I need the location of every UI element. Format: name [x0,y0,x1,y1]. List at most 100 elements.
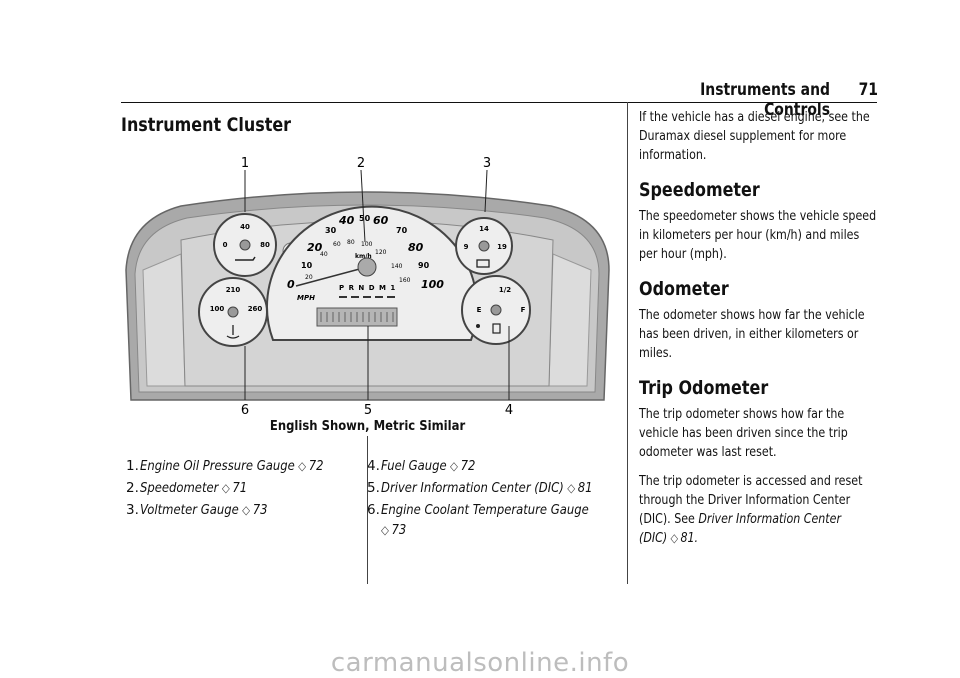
legend-item: 5. Driver Information Center (DIC)◇81 [367,478,607,498]
instrument-cluster-illustration: 40 0 80 210 100 260 0 10 20 30 40 50 60 … [125,156,610,418]
legend-label[interactable]: Speedometer [140,480,219,496]
legend-column-2: 4. Fuel Gauge◇72 5. Driver Information C… [367,456,607,542]
heading-odometer: Odometer [639,278,729,300]
legend-label[interactable]: Driver Information Center (DIC) [381,480,564,496]
coolant-temp-gauge: 210 100 260 [198,277,268,347]
legend-page[interactable]: 73 [252,502,268,518]
dic-link[interactable]: Driver Information Center (DIC) [639,511,842,546]
legend-column-divider [367,436,368,584]
speed-unit-mph: MPH [297,294,315,302]
page-number: 71 [858,80,878,100]
legend-item: 3. Voltmeter Gauge◇73 [126,500,356,520]
figure-caption-text: English Shown, Metric Similar [269,418,466,434]
legend-item: 4. Fuel Gauge◇72 [367,456,607,476]
fuel-tick-e: E [477,306,482,314]
trip-odometer-body-2-text: The trip odometer is accessed and reset … [639,473,863,527]
speed-needle [295,266,368,287]
speed-mph-80: 80 [408,241,424,254]
legend-item: 6. Engine Coolant Temperature Gauge ◇73 [367,500,607,540]
battery-icon [476,259,490,268]
volt-tick-19: 19 [497,243,507,251]
speed-kmh-120: 120 [375,249,387,256]
speed-kmh-60: 60 [333,241,341,248]
speed-kmh-100: 100 [361,241,373,248]
speed-mph-0: 0 [287,278,295,291]
speedometer-gauge: 0 10 20 30 40 50 60 70 80 90 100 20 40 6… [266,205,478,341]
legend-page[interactable]: 73 [391,522,407,538]
instrument-cluster-figure: 40 0 80 210 100 260 0 10 20 30 40 50 60 … [121,150,614,422]
fuel-pump-icon [492,323,501,334]
page-ref-icon: ◇ [567,481,576,495]
oil-tick-80: 80 [260,241,270,249]
speed-mph-20: 20 [307,241,323,254]
callout-4: 4 [505,403,513,418]
page-ref-icon: ◇ [670,531,679,545]
speed-mph-50: 50 [359,214,371,223]
volt-tick-9: 9 [464,243,469,251]
legend-label[interactable]: Voltmeter Gauge [140,502,239,518]
trip-odometer-body-2: The trip odometer is accessed and reset … [639,472,877,548]
legend-page[interactable]: 72 [308,458,324,474]
page-column-divider [627,102,628,584]
fuel-tick-f: F [521,306,526,314]
speed-kmh-20: 20 [305,274,313,281]
legend-page[interactable]: 71 [232,480,248,496]
legend-item: 1. Engine Oil Pressure Gauge◇72 [126,456,356,476]
callout-5: 5 [364,403,372,418]
callout-6: 6 [241,403,249,418]
speed-mph-30: 30 [325,226,337,235]
callout-1: 1 [241,156,249,171]
speed-unit-kmh: km/h [355,253,372,260]
legend-num: 1. [126,458,139,474]
figure-caption: English Shown, Metric Similar [121,418,614,434]
oil-tick-0: 0 [223,241,228,249]
page-ref-icon: ◇ [450,459,458,473]
legend-column-1: 1. Engine Oil Pressure Gauge◇72 2. Speed… [126,456,356,522]
speed-kmh-40: 40 [320,251,328,258]
header-rule [121,102,877,103]
callout-2: 2 [357,156,365,171]
legend-num: 5. [367,480,380,496]
coolant-tick-260: 260 [248,305,263,313]
speed-kmh-80: 80 [347,239,355,246]
speed-mph-60: 60 [373,214,389,227]
gear-indicator: P R N D M 1 [339,284,396,292]
thermometer-icon [226,325,240,339]
speed-kmh-140: 140 [391,263,403,270]
fuel-gauge: 1/2 E F [461,275,531,345]
page-ref-icon: ◇ [298,459,307,473]
legend-item: 2. Speedometer◇71 [126,478,356,498]
odometer-body: The odometer shows how far the vehicle h… [639,307,865,361]
speed-mph-100: 100 [421,278,444,291]
legend-page[interactable]: 72 [460,458,476,474]
oil-can-icon [235,256,256,261]
dic-page-ref[interactable]: 81. [680,530,699,546]
legend-num: 3. [126,502,139,518]
page-ref-icon: ◇ [242,503,251,517]
coolant-tick-210: 210 [226,286,241,294]
heading-trip-odometer: Trip Odometer [639,377,769,399]
page-ref-icon: ◇ [221,481,230,495]
speed-mph-10: 10 [301,261,313,270]
volt-tick-14: 14 [479,225,489,233]
oil-pressure-gauge: 40 0 80 [213,213,277,277]
trip-odometer-body-1: The trip odometer shows how far the vehi… [639,406,848,460]
legend-label[interactable]: Fuel Gauge [381,458,447,474]
speed-kmh-160: 160 [399,277,411,284]
speedometer-body: The speedometer shows the vehicle speed … [639,208,877,262]
page-ref-icon: ◇ [381,523,389,537]
voltmeter-gauge: 14 9 19 [455,217,513,275]
legend-num: 2. [126,480,139,496]
coolant-tick-100: 100 [210,305,225,313]
watermark: carmanualsonline.info [330,648,630,678]
legend-page[interactable]: 81 [577,480,593,496]
right-column: If the vehicle has a diesel engine, see … [639,108,879,558]
speed-mph-40: 40 [338,214,355,227]
diesel-note: If the vehicle has a diesel engine, see … [639,109,870,163]
oil-tick-40: 40 [240,223,250,231]
callout-3: 3 [483,156,491,171]
heading-speedometer: Speedometer [639,179,760,201]
legend-label[interactable]: Engine Oil Pressure Gauge [140,458,295,474]
legend-label[interactable]: Engine Coolant Temperature Gauge [381,502,589,518]
running-header-title: Instruments and Controls [700,80,830,120]
